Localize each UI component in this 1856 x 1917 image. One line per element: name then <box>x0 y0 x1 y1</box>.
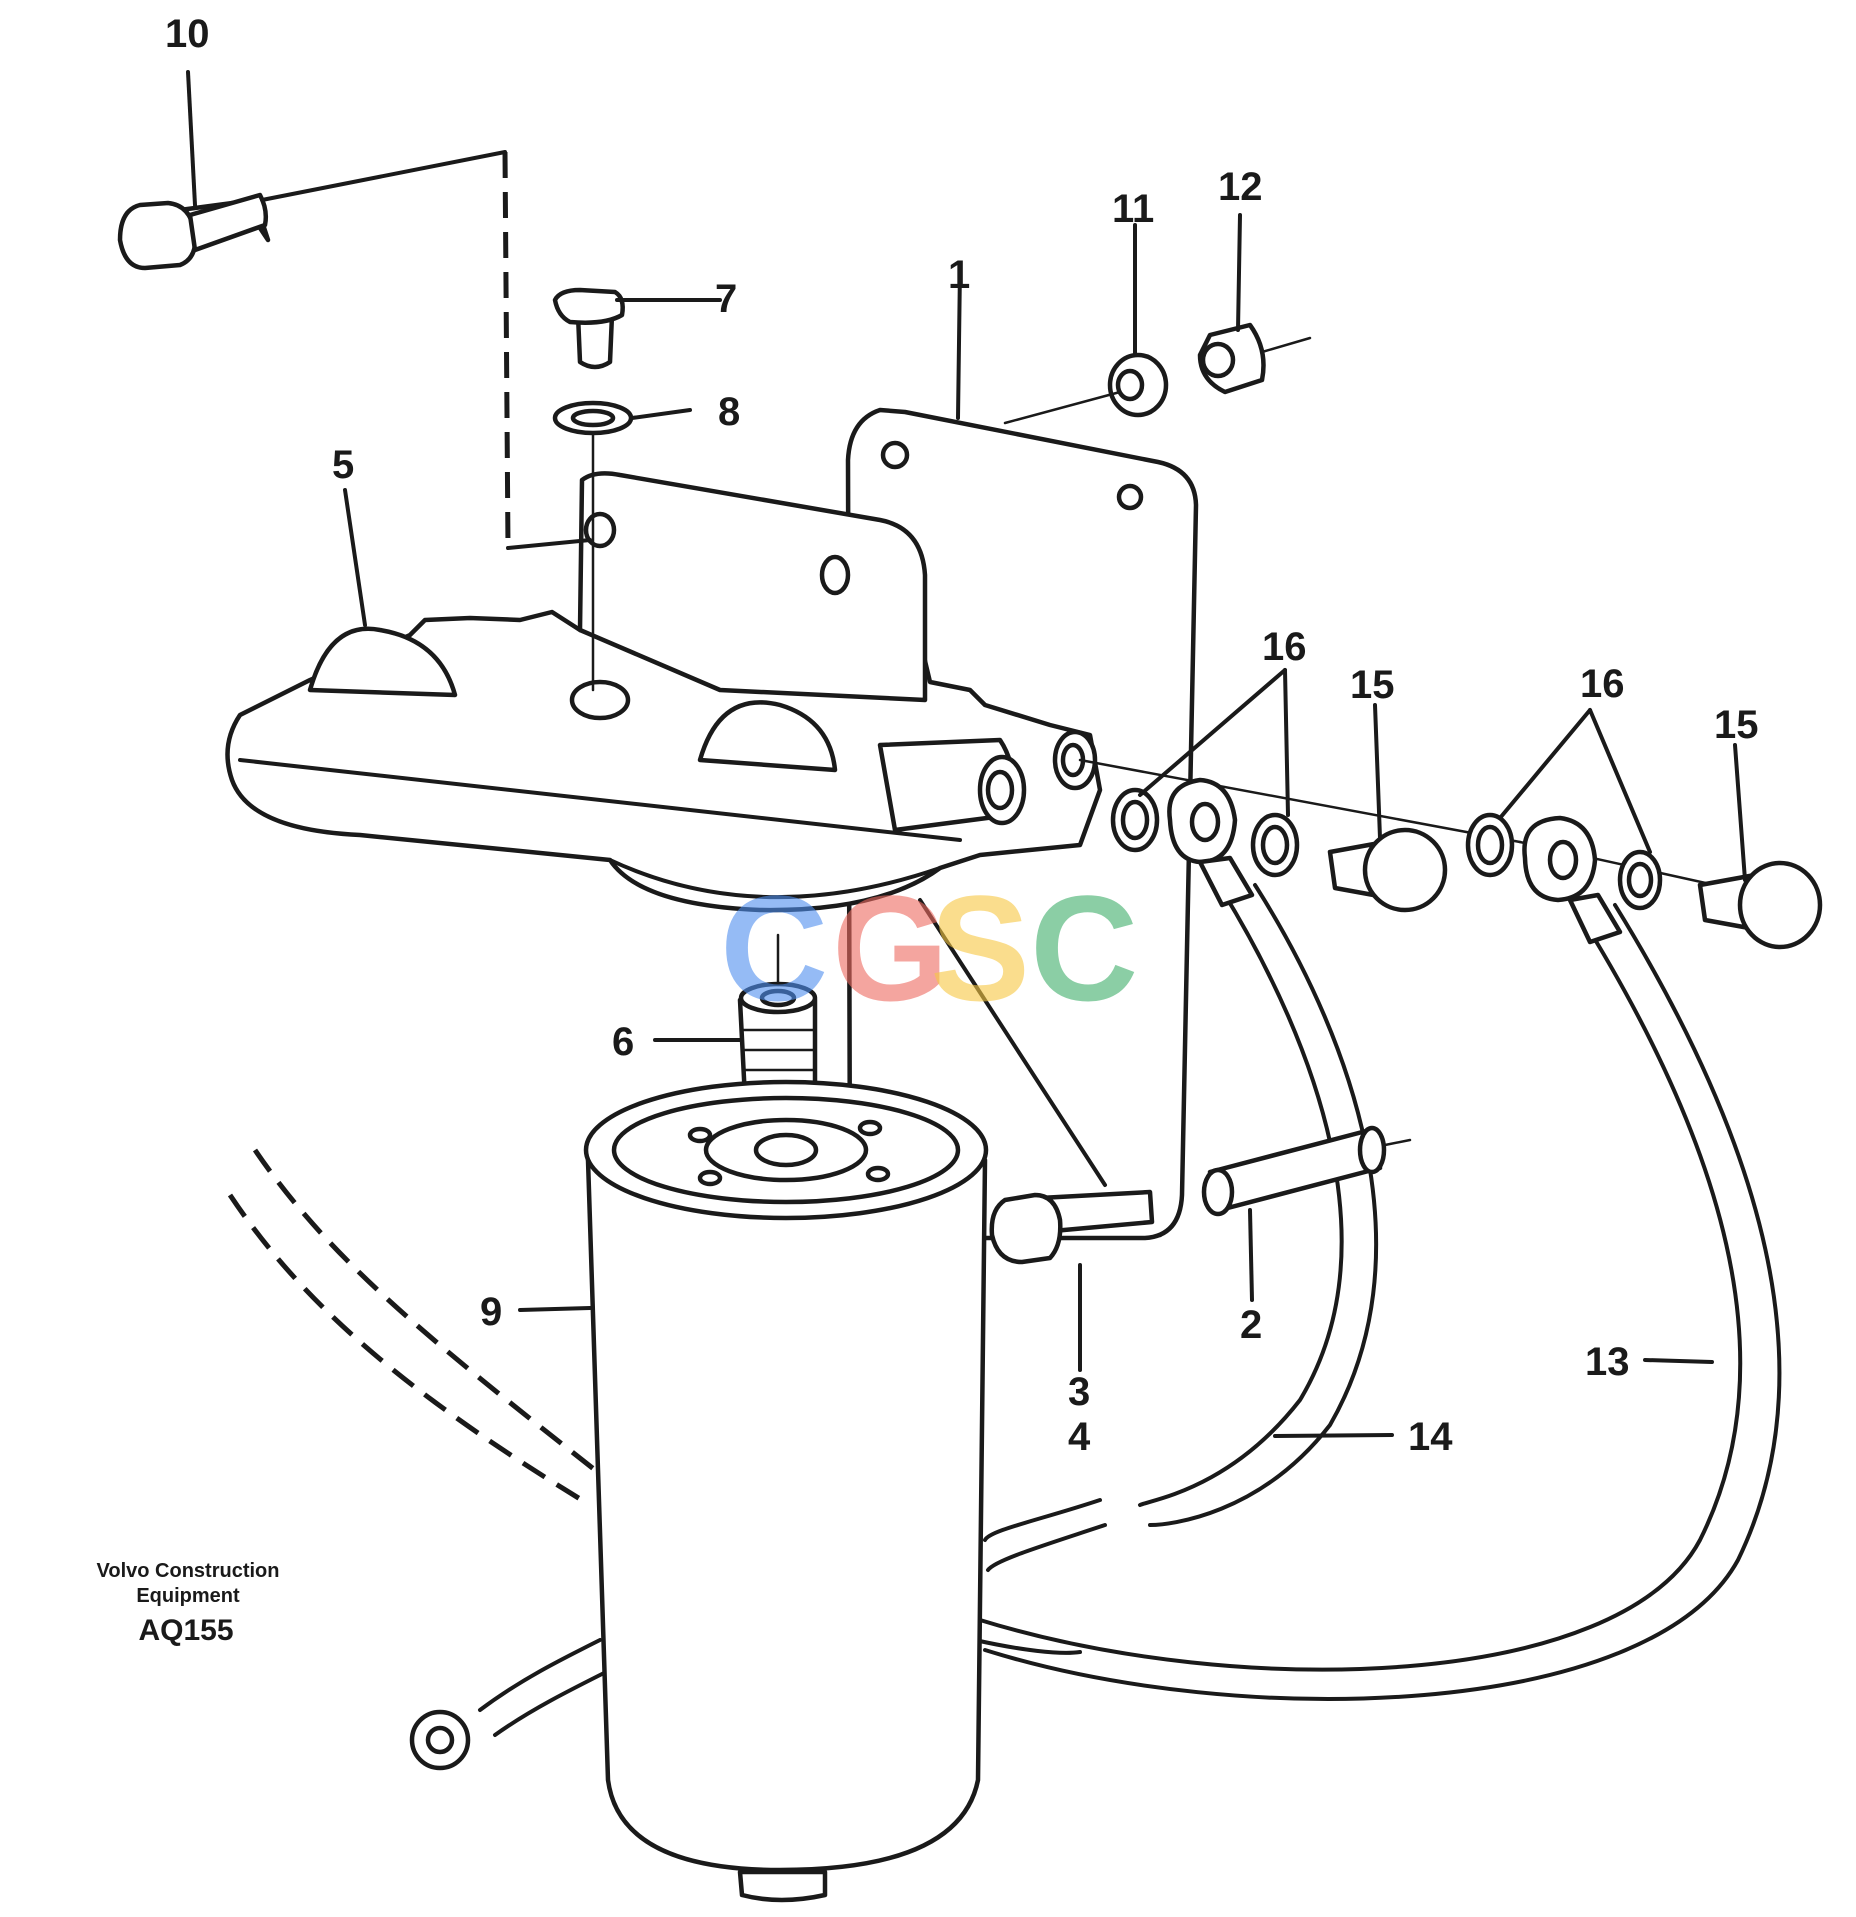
callout-14: 14 <box>1408 1415 1453 1459</box>
callout-16b: 16 <box>1580 662 1625 706</box>
callout-8: 8 <box>718 390 740 434</box>
oil-filter-9 <box>583 1079 989 1903</box>
washer-16b <box>1250 812 1300 878</box>
callout-16a: 16 <box>1262 625 1307 669</box>
watermark-letter-4: C <box>1030 864 1138 1032</box>
callout-7: 7 <box>715 277 737 321</box>
hose-13 <box>978 903 1782 1701</box>
bolt-10 <box>117 150 592 550</box>
hose-14 <box>1138 883 1378 1527</box>
spacer-2 <box>1201 1125 1412 1217</box>
caption-code: AQ155 <box>138 1614 233 1647</box>
caption-line-1: Volvo Construction <box>97 1560 280 1582</box>
callout-13: 13 <box>1585 1340 1630 1384</box>
washer-16a <box>1110 787 1160 853</box>
caption: Volvo Construction Equipment AQ155 <box>97 1560 280 1647</box>
bolt-3 <box>989 1189 1155 1265</box>
hose-lower <box>227 1148 1107 1771</box>
leader-lines <box>186 70 1747 1438</box>
banjo-bolt-15a <box>1327 827 1448 913</box>
watermark-letter-2: G <box>832 864 949 1032</box>
callouts: 10 7 8 5 1 11 12 16 15 16 15 6 9 3 4 2 1… <box>165 12 1759 1459</box>
callout-15a: 15 <box>1350 663 1395 707</box>
callout-1: 1 <box>948 253 970 297</box>
callout-12: 12 <box>1218 165 1263 209</box>
callout-5: 5 <box>332 443 354 487</box>
filter-head-5 <box>225 471 1103 913</box>
callout-2: 2 <box>1240 1303 1262 1347</box>
banjo-bolt-15b <box>1697 860 1823 950</box>
callout-6: 6 <box>612 1020 634 1064</box>
caption-line-2: Equipment <box>136 1585 240 1607</box>
washer-16d <box>1617 849 1663 911</box>
watermark-letter-1: C <box>720 864 828 1032</box>
washer-11 <box>1107 352 1169 418</box>
callout-11: 11 <box>1112 187 1154 231</box>
callout-15b: 15 <box>1714 703 1759 747</box>
plug-7 <box>552 287 625 370</box>
watermark: C G S C <box>720 864 1138 1032</box>
callout-4: 4 <box>1068 1415 1091 1459</box>
banjo-14 <box>1167 777 1255 908</box>
callout-9: 9 <box>480 1290 502 1334</box>
banjo-13 <box>1522 815 1623 945</box>
callout-10: 10 <box>165 12 210 56</box>
nut-12 <box>1197 322 1266 395</box>
callout-3: 3 <box>1068 1370 1090 1414</box>
washer-16c <box>1465 812 1515 878</box>
watermark-letter-3: S <box>930 864 1030 1032</box>
washer-8 <box>552 400 634 692</box>
